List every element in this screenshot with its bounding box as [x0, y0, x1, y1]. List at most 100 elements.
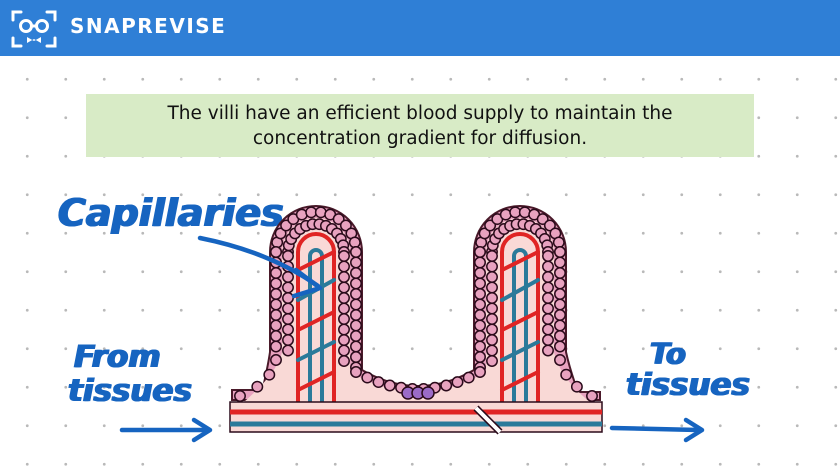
epithelial-cell: [383, 379, 396, 392]
epithelial-cell: [554, 330, 566, 342]
epithelial-cell: [274, 227, 287, 240]
epithelial-cell: [474, 277, 486, 290]
epithelial-cell: [542, 281, 554, 294]
epithelial-cell: [350, 319, 362, 332]
epithelial-cell: [339, 219, 352, 232]
epithelial-cell: [350, 366, 362, 378]
epithelial-cell: [270, 298, 282, 311]
from-tissues-label-line-1: From: [74, 339, 161, 375]
caption-line-2: concentration gradient for diffusion.: [252, 127, 588, 149]
to-tissues-label-line-2: tissues: [626, 367, 750, 403]
epithelial-cell: [338, 281, 350, 294]
absorbed-molecules: [401, 386, 435, 400]
epithelial-cell: [554, 288, 566, 300]
epithelial-cell: [372, 376, 385, 389]
epithelial-cell: [350, 351, 362, 363]
caption-line-1: The villi have an efficient blood supply…: [167, 102, 673, 124]
capillaries-label: Capillaries: [58, 191, 284, 235]
epithelial-cell: [282, 334, 294, 346]
epithelial-cell: [350, 246, 362, 258]
epithelial-cell: [282, 271, 294, 283]
capillaries-pointer-arrowhead: [291, 267, 323, 299]
to-tissues-label-line-1: To: [650, 337, 686, 371]
epithelial-cell: [474, 319, 486, 332]
epithelial-cell: [554, 319, 566, 332]
epithelial-cell: [509, 206, 522, 219]
epithelial-cell: [542, 344, 554, 357]
epithelial-cell: [282, 250, 294, 262]
epithelial-cell: [543, 219, 556, 232]
epithelial-cell: [478, 227, 491, 240]
epithelial-cell: [486, 334, 498, 346]
epithelial-cell: [542, 323, 554, 336]
epithelial-cell: [270, 246, 282, 258]
epithelial-cell: [350, 298, 362, 311]
epithelial-cell: [338, 302, 350, 315]
epithelial-cell: [554, 267, 566, 279]
epithelial-cell: [486, 302, 498, 315]
epithelial-cell: [554, 246, 566, 258]
epithelial-cell: [486, 292, 498, 304]
epithelial-cell: [486, 260, 498, 273]
epithelial-cell: [270, 340, 282, 353]
epithelial-cell: [338, 355, 350, 367]
epithelial-cell: [350, 267, 362, 279]
epithelial-cell: [338, 313, 350, 325]
base-blood-vessels: [229, 401, 603, 435]
to-tissues-arrowhead: [683, 417, 705, 443]
epithelial-cell: [332, 213, 345, 226]
epithelial-cell: [474, 351, 486, 363]
epithelial-cell: [552, 236, 565, 249]
epithelial-cell: [474, 298, 486, 311]
epithelial-cell: [474, 330, 486, 342]
epithelial-cell: [542, 302, 554, 315]
epithelial-cell: [338, 292, 350, 304]
epithelial-cell: [282, 323, 294, 336]
epithelial-cell: [350, 256, 362, 269]
epithelial-cell: [270, 319, 282, 332]
epithelial-cell: [536, 213, 549, 226]
epithelial-cell: [474, 309, 486, 321]
epithelial-cell: [542, 250, 554, 262]
epithelial-cell: [270, 277, 282, 290]
header-bar: SNAPREVISE: [0, 0, 840, 56]
epithelial-cell: [270, 267, 282, 279]
from-tissues-label-line-2: tissues: [68, 373, 192, 409]
epithelial-cell: [338, 334, 350, 346]
epithelial-cell: [474, 288, 486, 300]
epithelial-cell: [350, 330, 362, 342]
epithelial-cell: [338, 271, 350, 283]
epithelial-cell: [570, 380, 583, 393]
epithelial-cell: [484, 219, 497, 232]
epithelial-cell: [282, 281, 294, 294]
epithelial-cell: [338, 250, 350, 262]
glasses-face-icon: [11, 10, 57, 48]
epithelial-cell: [338, 344, 350, 357]
epithelial-cell: [282, 292, 294, 304]
epithelial-cell: [554, 277, 566, 290]
epithelial-cell: [270, 354, 282, 366]
epithelial-cell: [270, 309, 282, 321]
caption-banner: The villi have an efficient blood supply…: [86, 94, 754, 157]
epithelial-cell: [440, 379, 453, 392]
epithelial-cell: [542, 292, 554, 304]
epithelial-cell: [554, 354, 566, 366]
epithelial-cell: [554, 340, 566, 353]
epithelial-cell: [350, 277, 362, 290]
epithelial-cell: [486, 271, 498, 283]
epithelial-cell: [462, 371, 475, 384]
epithelial-cell: [451, 376, 464, 389]
capillaries-right-villus: [500, 232, 540, 414]
epithelial-cell: [486, 355, 498, 367]
to-tissues-arrow: [609, 425, 701, 433]
epithelial-cell: [338, 323, 350, 336]
epithelial-cell: [305, 206, 318, 219]
epithelial-cell: [280, 219, 293, 232]
epithelial-cell: [474, 256, 486, 269]
epithelial-cell: [263, 368, 276, 381]
epithelial-cell: [586, 390, 598, 402]
epithelial-cell: [350, 288, 362, 300]
epithelial-cell: [270, 288, 282, 300]
capillaries-left-villus: [296, 232, 336, 414]
